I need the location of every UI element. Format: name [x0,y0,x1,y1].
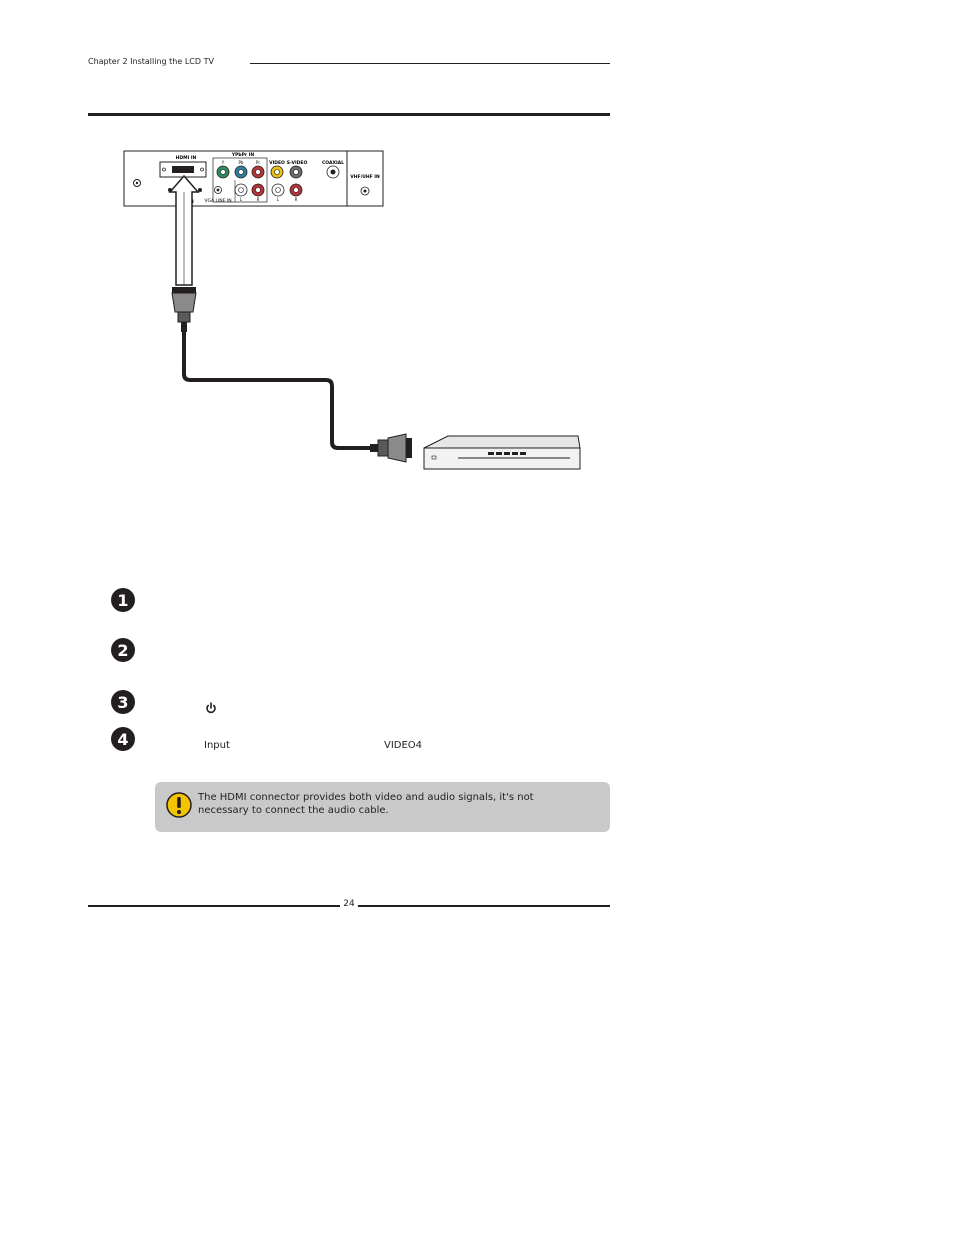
input-button-label: Input [204,740,230,751]
svg-text:L: L [240,197,243,202]
video-label: VIDEO [269,160,285,166]
hdmi-plug-tv [171,287,197,332]
footer-rule-right [358,905,610,907]
svideo-label: S-VIDEO [287,160,308,166]
footer-rule-left [88,905,340,907]
hdmi-connection-diagram: HDMI IN VGA IN VGA LINE IN YPbPr IN Y Pb… [123,150,581,470]
video4-source-label: VIDEO4 [384,740,423,751]
svg-text:Pb: Pb [239,160,244,165]
svg-text:Pr: Pr [256,160,260,165]
vhf-label: VHF/UHF IN [350,174,380,180]
ypbpr-label: YPbPr IN [231,152,255,158]
section-rule [88,113,610,116]
tv-back-panel: HDMI IN VGA IN VGA LINE IN YPbPr IN Y Pb… [123,150,384,207]
page-number: 24 [343,899,355,909]
hdmi-cable [182,332,370,450]
hdmi-insert-arrow [168,174,200,286]
svg-text:R: R [257,197,260,202]
vhf-jack [360,186,370,196]
note-box: The HDMI connector provides both video a… [155,782,610,832]
note-text: The HDMI connector provides both video a… [198,791,598,817]
header-rule [250,63,610,64]
power-icon [206,702,216,714]
hdmi-plug-device [370,433,412,463]
note-text-line-1: The HDMI connector provides both video a… [198,792,534,803]
note-text-line-2: necessary to connect the audio cable. [198,805,389,816]
svg-text:Y: Y [221,160,225,165]
step-number-2: 2 [111,638,135,662]
step-number-3: 3 [111,690,135,714]
svg-text:R: R [295,197,298,202]
chapter-header: Chapter 2 Installing the LCD TV [88,57,214,66]
step-number-4: 4 [111,727,135,751]
hdmi-label: HDMI IN [176,155,197,161]
vga-line-label: VGA LINE IN [204,198,231,204]
coaxial-label: COAXIAL [322,160,344,166]
svg-text:L: L [277,197,280,202]
dvd-player [423,435,581,470]
warning-icon [166,792,192,818]
step-number-1: 1 [111,588,135,612]
